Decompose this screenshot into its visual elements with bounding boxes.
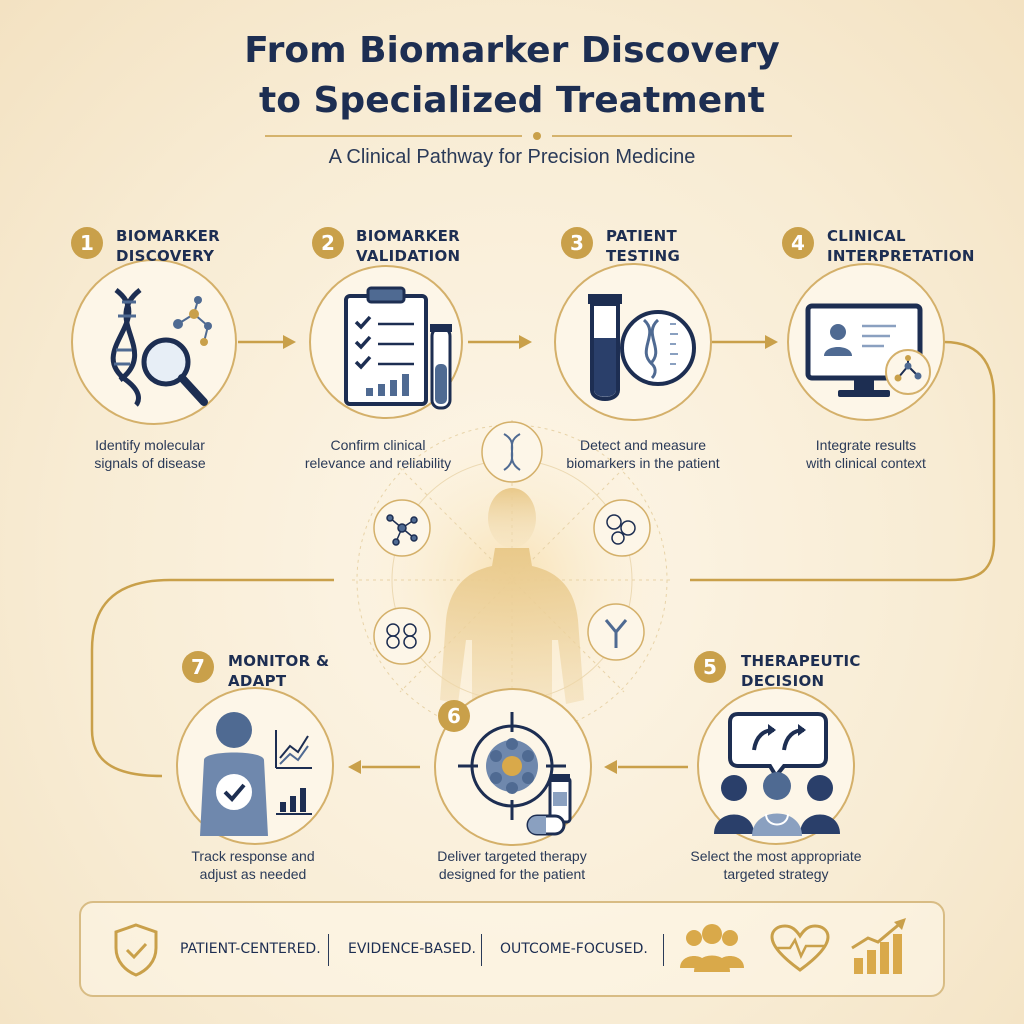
mini-antibody-icon bbox=[604, 619, 628, 648]
step-4-badge: 4 bbox=[782, 227, 814, 259]
center-icon-ring bbox=[373, 421, 651, 665]
mini-network-icon bbox=[386, 514, 418, 546]
step-5-badge: 5 bbox=[694, 651, 726, 683]
test-tube-icon bbox=[588, 294, 696, 401]
shield-check-icon bbox=[114, 923, 158, 977]
footer-divider bbox=[328, 934, 329, 966]
heart-pulse-icon bbox=[770, 924, 830, 972]
step-7-title: MONITOR &ADAPT bbox=[228, 652, 330, 690]
page-subtitle: A Clinical Pathway for Precision Medicin… bbox=[328, 146, 696, 168]
footer-panel bbox=[79, 901, 945, 997]
care-team-icon bbox=[714, 712, 840, 836]
step-1-badge: 1 bbox=[71, 227, 103, 259]
step-7-badge: 7 bbox=[182, 651, 214, 683]
patient-monitoring-icon bbox=[200, 712, 312, 836]
footer-divider bbox=[481, 934, 482, 966]
targeted-cell-icon bbox=[458, 712, 572, 836]
footer-divider bbox=[663, 934, 664, 966]
page-title-line2: to Specialized Treatment bbox=[259, 80, 765, 121]
mini-dna-icon bbox=[503, 433, 521, 471]
step-3-badge: 3 bbox=[561, 227, 593, 259]
monitor-patient-icon bbox=[805, 303, 931, 397]
step-6-badge: 6 bbox=[438, 700, 470, 732]
growth-chart-icon bbox=[851, 918, 906, 974]
people-group-icon bbox=[680, 924, 744, 972]
mini-cells-icon bbox=[606, 514, 636, 545]
footer-outcome-focused: OUTCOME-FOCUSED. bbox=[500, 941, 648, 957]
dna-magnifier-icon bbox=[110, 288, 212, 407]
page-title: From Biomarker Discovery bbox=[244, 30, 780, 71]
footer-evidence-based: EVIDENCE-BASED. bbox=[348, 941, 476, 957]
mini-chromosome-icon bbox=[386, 623, 417, 649]
footer-patient-centered: PATIENT-CENTERED. bbox=[180, 941, 321, 957]
clipboard-checklist-icon bbox=[344, 286, 452, 410]
step-2-badge: 2 bbox=[312, 227, 344, 259]
